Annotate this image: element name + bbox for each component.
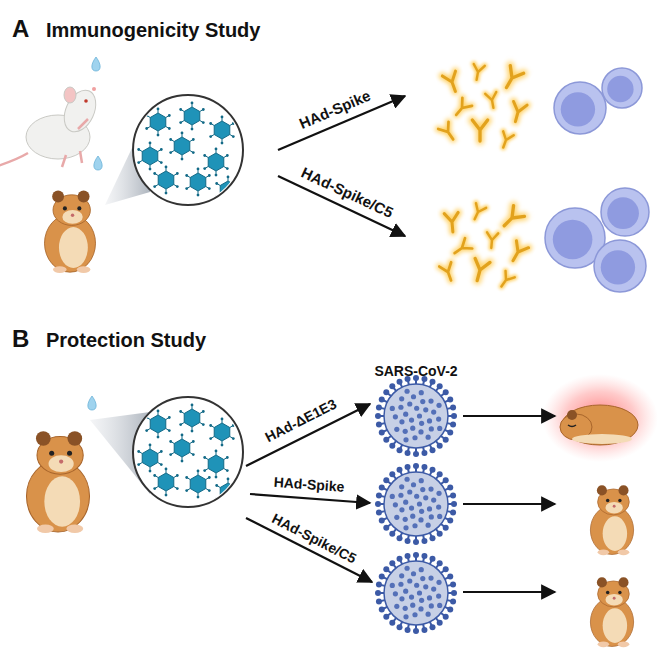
vaccine-label: HAd-ΔE1E3 — [263, 396, 339, 445]
vaccine-label: HAd-Spike/C5 — [269, 511, 358, 567]
virus-label: SARS-CoV-2 — [374, 364, 457, 379]
sars-cov-2-virus — [375, 375, 457, 634]
panel-title: Immunogenicity Study — [46, 19, 260, 41]
panel-letter: A — [12, 16, 29, 42]
vaccine-label: HAd-Spike — [273, 475, 345, 495]
vaccine-label: HAd-Spike/C5 — [299, 165, 396, 222]
panel-title: Protection Study — [46, 329, 206, 351]
antibodies — [438, 64, 528, 290]
vaccine-label: HAd-Spike — [297, 88, 373, 133]
panel-letter: B — [12, 326, 29, 352]
immune-cells — [545, 68, 649, 292]
vaccine-lens — [133, 95, 243, 507]
arrows — [246, 96, 555, 592]
animals — [0, 57, 658, 647]
